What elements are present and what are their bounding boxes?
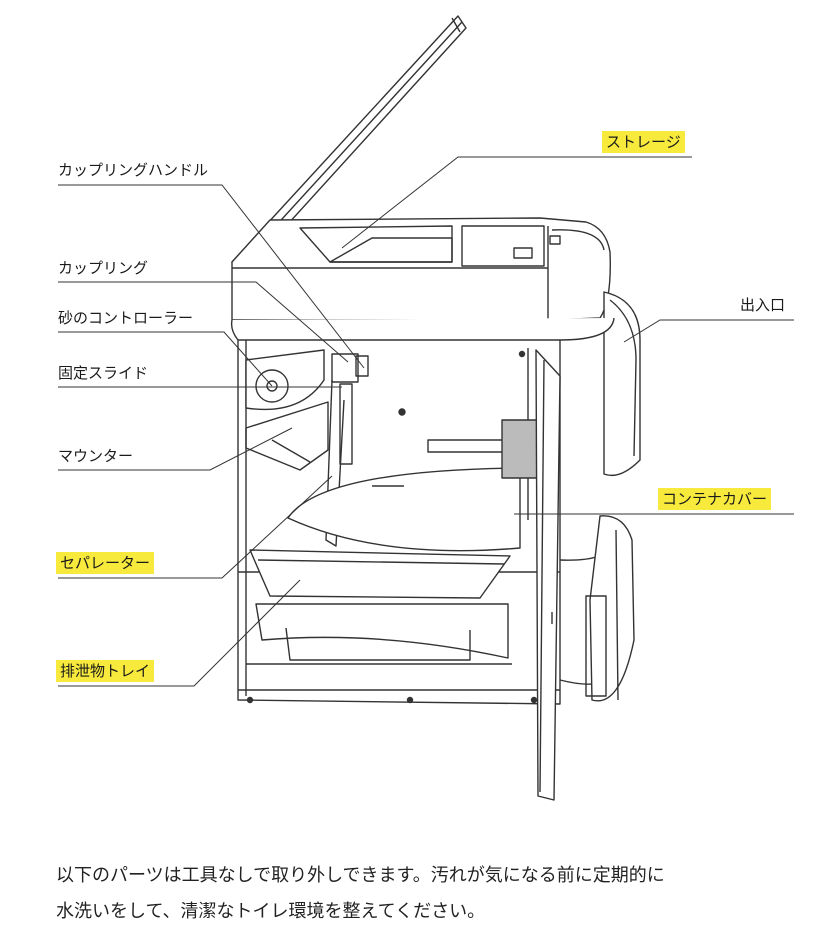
label-entrance: 出入口 (740, 296, 786, 314)
caption-line-1: 以下のパーツは工具なしで取り外しできます。汚れが気になる前に定期的に (56, 865, 665, 886)
container-bowl (287, 419, 539, 552)
leader-separator (58, 475, 333, 579)
waste-tray-part (255, 603, 509, 661)
separator-part (249, 549, 511, 599)
leader-sand-controller (58, 331, 273, 387)
leader-coupling (58, 281, 349, 363)
litter-box-exploded-diagram (58, 15, 794, 801)
leader-coupling-handle (58, 184, 365, 369)
label-mounter: マウンター (58, 447, 134, 465)
leader-entrance (623, 319, 794, 343)
mounter (245, 401, 329, 471)
label-storage: ストレージ (602, 131, 685, 153)
label-coupling-handle: カップリングハンドル (58, 161, 209, 179)
label-container-cover: コンテナカバー (658, 488, 772, 510)
label-sand-controller: 砂のコントローラー (58, 309, 194, 327)
label-coupling: カップリング (58, 259, 149, 277)
top-housing (231, 217, 611, 321)
label-separator: セパレーター (56, 552, 155, 574)
leader-lines (58, 156, 794, 687)
caption-line-2: 水洗いをして、清潔なトイレ環境を整えてください。 (56, 901, 486, 922)
leader-mounter (58, 427, 293, 471)
caption: 以下のパーツは工具なしで取り外しできます。汚れが気になる前に定期的に 水洗いをし… (56, 858, 776, 930)
open-door (535, 349, 561, 801)
side-compartment (585, 515, 635, 702)
label-waste-tray: 排泄物トレイ (56, 660, 155, 682)
coupling-assembly (325, 353, 369, 547)
sand-controller-drum (245, 349, 325, 411)
label-fixed-slide: 固定スライド (58, 364, 149, 382)
leader-storage (341, 156, 692, 249)
leader-waste-tray (58, 579, 301, 687)
